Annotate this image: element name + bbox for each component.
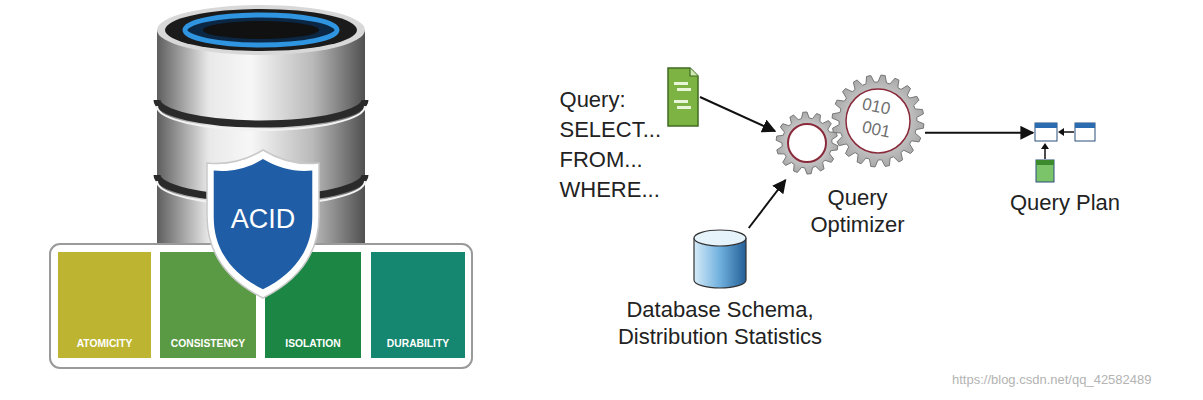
shield-title: ACID [203,204,323,235]
schema-database: Database Schema, Distribution Statistics [690,228,750,290]
optimizer-gears-shape [775,75,925,180]
watermark: https://blog.csdn.net/qq_42582489 [952,372,1152,387]
query-document: Query: SELECT... FROM... WHERE... [666,66,700,128]
property-band: DURABILITY [371,252,465,358]
acid-shield: ACID [203,148,323,300]
schema-database-shape [690,228,750,290]
node-label: Database Schema, Distribution Statistics [584,296,856,350]
flow-arrow [749,180,786,228]
optimizer-gears: Query Optimizer [775,75,925,180]
query-text: Query: SELECT... FROM... WHERE... [560,85,661,205]
query-document-shape [666,66,700,128]
band-label: ISOLATION [265,338,361,349]
query-plan: Query Plan [1033,120,1097,184]
node-label: Query Optimizer [810,184,904,238]
band-label: CONSISTENCY [160,338,256,349]
node-label: Query Plan [1010,190,1120,216]
band-label: ATOMICITY [58,338,151,349]
query-plan-shape [1033,120,1097,184]
property-band: ATOMICITY [58,252,151,358]
band-label: DURABILITY [371,338,465,349]
flow-arrow [700,97,775,131]
database-cylinder [157,5,365,255]
flow-arrow [925,132,1033,134]
